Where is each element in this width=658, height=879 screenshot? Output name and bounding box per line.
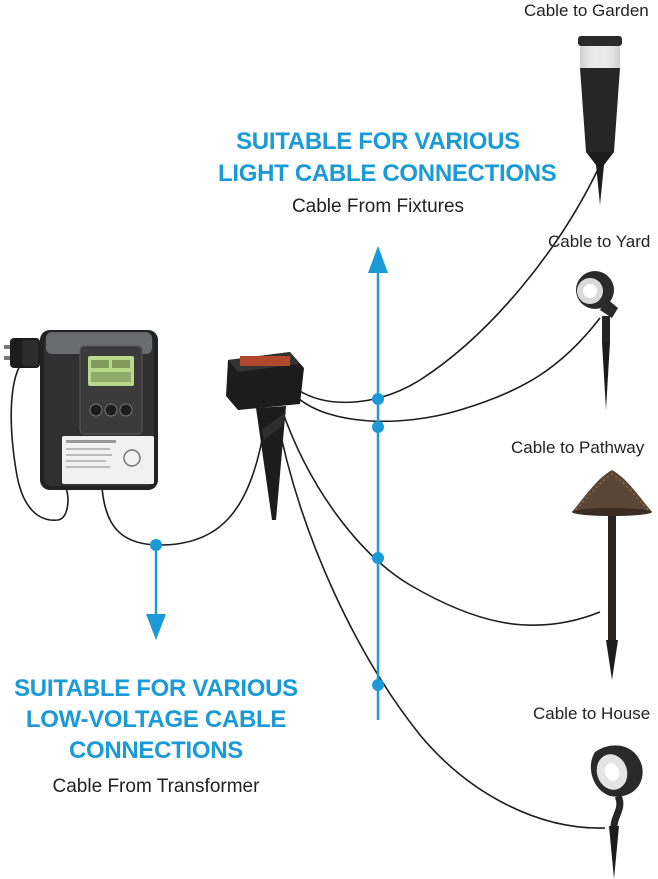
arrow-up-icon (368, 246, 388, 273)
bollard-light-icon (578, 36, 622, 205)
power-plug-icon (4, 338, 40, 368)
plug-cord (10, 361, 69, 521)
spot-light-icon (576, 271, 618, 410)
arrow-down-icon (146, 614, 166, 640)
cable-yard (297, 317, 601, 423)
cable-pathway (281, 409, 601, 627)
label-cable-to-pathway: Cable to Pathway (511, 438, 645, 457)
flood-light-icon (590, 745, 643, 879)
label-cable-to-house: Cable to House (533, 704, 651, 723)
label-cable-to-yard: Cable to Yard (548, 232, 651, 251)
label-cable-to-garden: Cable to Garden (524, 1, 649, 20)
cables (10, 164, 606, 829)
fixtures-headline-line1: SUITABLE FOR VARIOUS (236, 128, 520, 155)
fixtures-headline-line2: LIGHT CABLE CONNECTIONS (218, 160, 557, 187)
cable-house (275, 411, 606, 829)
transformer-icon (40, 330, 158, 490)
connection-dot (150, 539, 162, 551)
cable-garden (297, 164, 601, 404)
transformer-subheading: Cable From Transformer (52, 776, 260, 797)
junction-box-icon (226, 352, 304, 520)
blue-arrows (146, 246, 388, 720)
transformer-cable (101, 439, 263, 546)
path-light-icon (572, 470, 652, 680)
connection-dot (372, 393, 384, 405)
transformer-headline-line3: CONNECTIONS (68, 737, 244, 764)
fixtures-subheading: Cable From Fixtures (291, 196, 465, 217)
connection-dot (372, 552, 384, 564)
connection-dot (372, 679, 384, 691)
transformer-headline-line1: SUITABLE FOR VARIOUS (14, 675, 298, 702)
transformer-headline-line2: LOW-VOLTAGE CABLE (25, 706, 287, 733)
connection-dot (372, 421, 384, 433)
